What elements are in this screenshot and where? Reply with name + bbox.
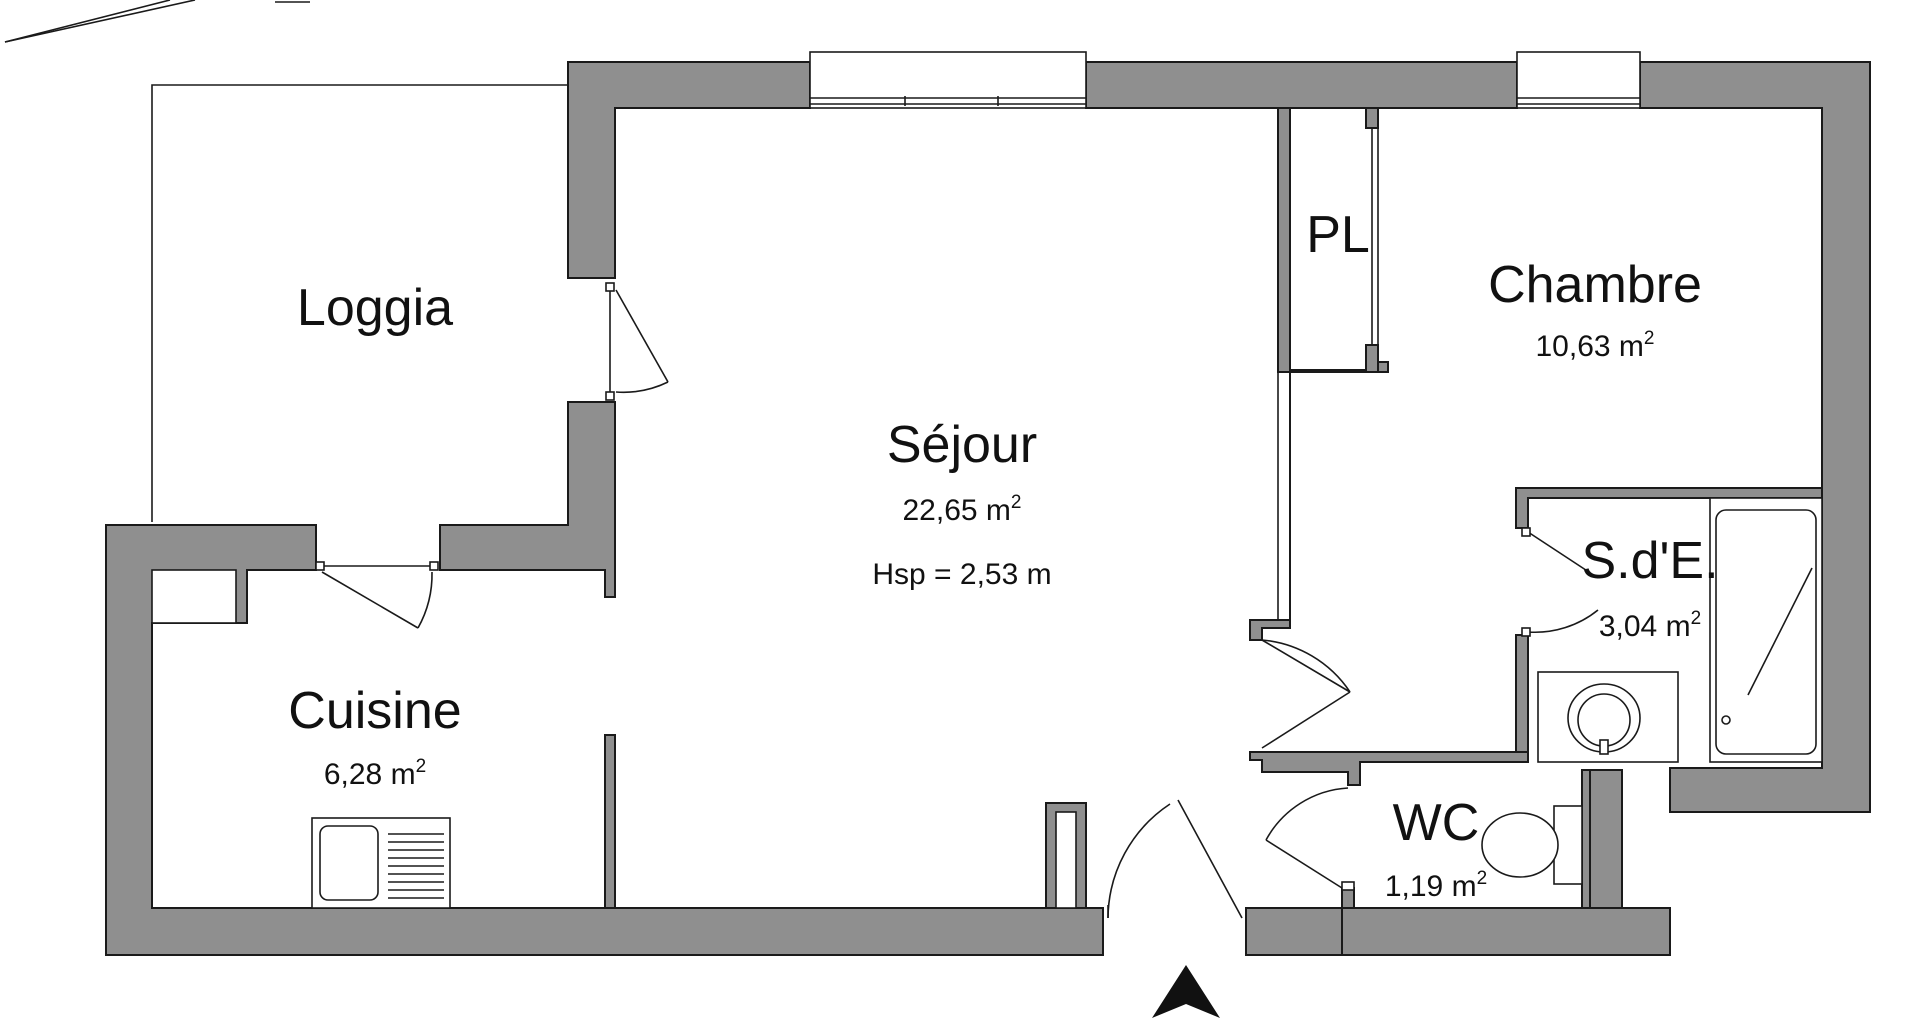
room-label-wc: WC — [1393, 794, 1480, 852]
north-arrow-icon — [1152, 965, 1220, 1018]
fixtures — [151, 497, 1823, 909]
wall-bottom-right — [1245, 907, 1343, 956]
door-entrance — [1102, 799, 1247, 920]
doors — [315, 282, 1599, 920]
wall-cuisine-partition — [604, 734, 616, 909]
room-area-wc: 1,19 m2 — [1385, 868, 1487, 903]
room-height-sejour: Hsp = 2,53 m — [872, 558, 1051, 591]
room-area-sde: 3,04 m2 — [1599, 608, 1701, 643]
room-label-cuisine: Cuisine — [288, 682, 461, 740]
wall-top-middle — [1085, 61, 1518, 109]
toilet-icon — [1481, 805, 1583, 885]
window-sejour — [809, 51, 1087, 109]
wall-top-right — [1639, 61, 1871, 813]
door-chambre — [1261, 639, 1351, 749]
washbasin-icon — [1537, 671, 1679, 763]
room-label-sde: S.d'E. — [1581, 532, 1718, 590]
wall-sde-left — [1515, 634, 1529, 763]
room-label-chambre: Chambre — [1488, 256, 1702, 314]
door-loggia-sejour — [605, 282, 669, 401]
wall-corridor-bottom — [1249, 751, 1529, 786]
cuisine-cabinet — [151, 569, 237, 624]
loggia-outline — [151, 84, 568, 522]
wall-wc-right — [1581, 769, 1591, 909]
room-area-cuisine: 6,28 m2 — [324, 756, 426, 791]
corner-sketch-lines — [4, 0, 310, 43]
room-label-loggia: Loggia — [297, 279, 453, 337]
room-area-chambre: 10,63 m2 — [1536, 328, 1655, 363]
wall-chambre-left — [1249, 107, 1389, 641]
wall-loggia-lower — [439, 401, 616, 598]
door-sde — [1521, 527, 1599, 637]
shower-icon — [1709, 497, 1823, 763]
radiator — [1055, 811, 1077, 909]
window-chambre — [1516, 51, 1641, 109]
wall-wc-left-stub — [1341, 887, 1355, 909]
wall-top-left — [567, 61, 811, 279]
pl-sliding-door — [1371, 128, 1379, 345]
wall-pl-stub-bottom — [1365, 344, 1379, 373]
wall-duct — [1589, 769, 1623, 909]
room-label-sejour: Séjour — [887, 416, 1037, 474]
door-loggia-cuisine — [315, 561, 439, 629]
wall-wc-bottom — [1341, 907, 1671, 956]
wall-pl-stub-top — [1365, 107, 1379, 129]
room-label-pl: PL — [1306, 206, 1370, 264]
room-area-sejour: 22,65 m2 — [903, 492, 1022, 527]
door-wc — [1265, 787, 1355, 891]
windows — [809, 51, 1641, 109]
sink-icon — [311, 817, 451, 909]
